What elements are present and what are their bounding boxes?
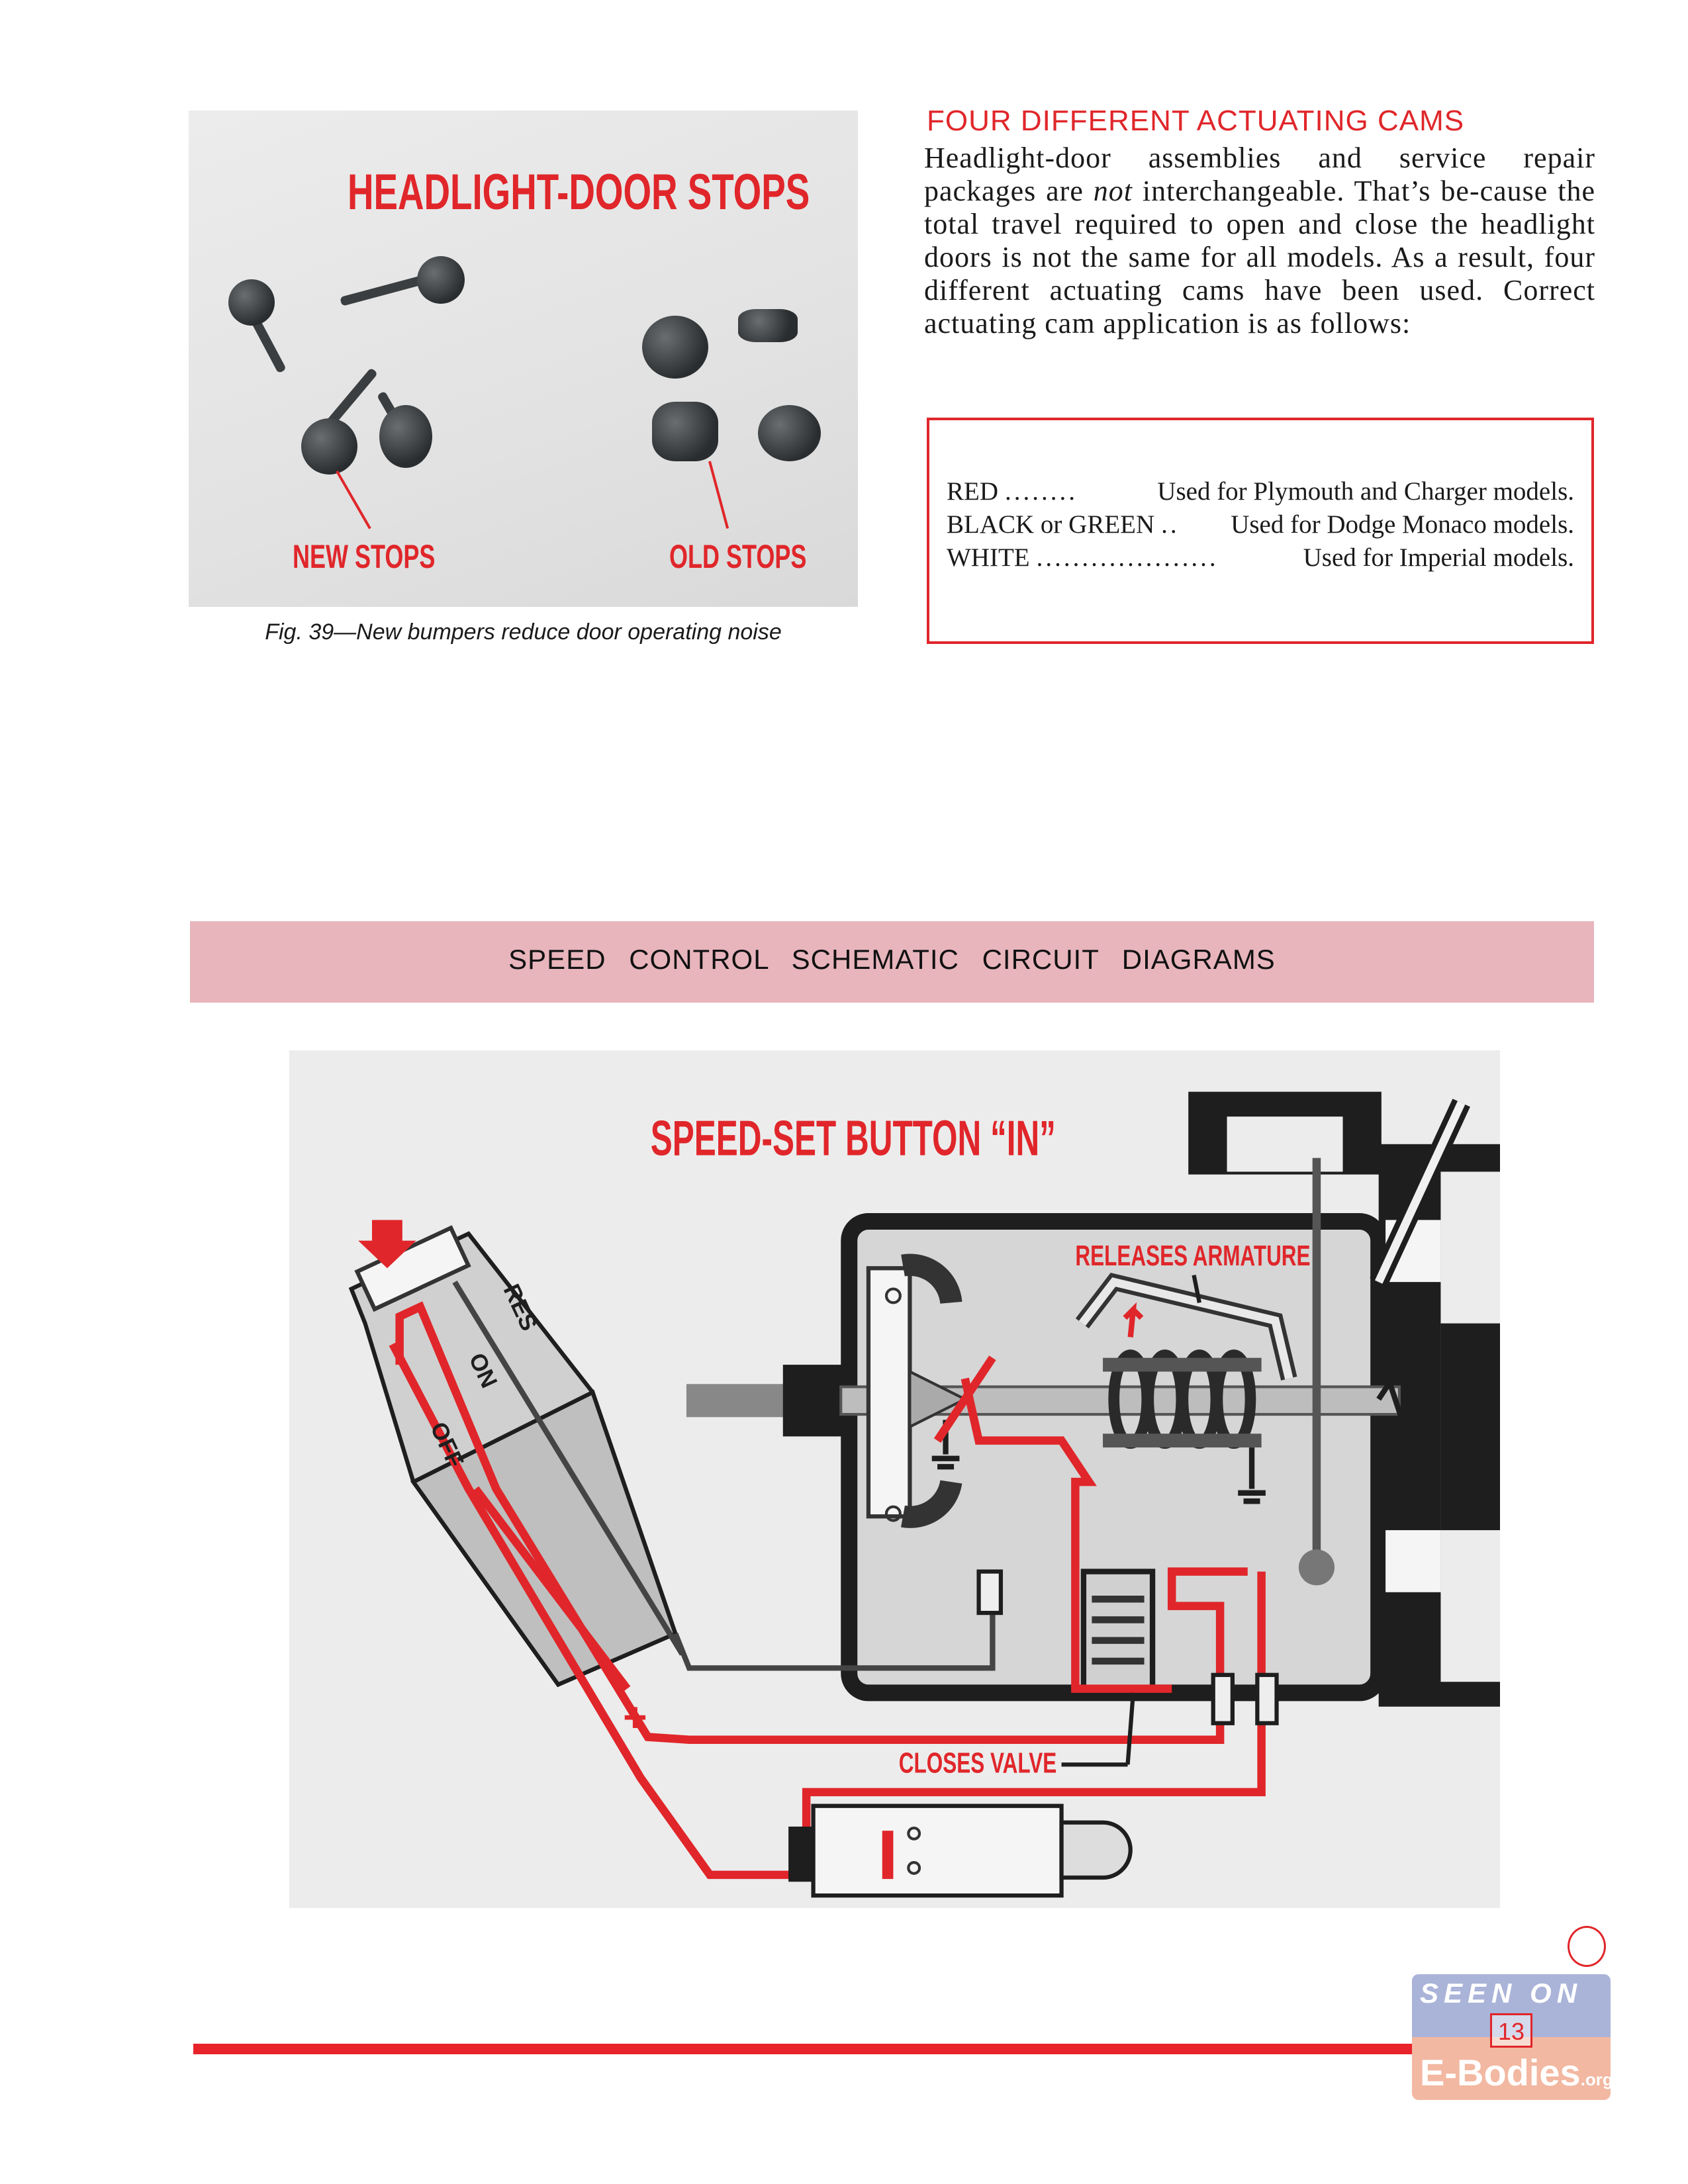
cam-dots: ....................	[1036, 543, 1219, 572]
press-arrow-icon	[358, 1220, 416, 1269]
old-stop	[758, 405, 821, 461]
cams-body-emphasis: not	[1093, 175, 1133, 207]
old-stops-leader	[708, 461, 729, 529]
bottom-rule	[193, 2044, 1516, 2054]
new-stops-leader	[336, 471, 371, 529]
lever-weight	[1298, 1549, 1335, 1586]
valve-connectors	[976, 1569, 1279, 1725]
cams-body-part2: interchangeable. That’s be-cause the tot…	[924, 175, 1595, 340]
old-stop	[652, 402, 718, 461]
cam-color: RED	[947, 477, 998, 506]
cam-color: WHITE	[947, 543, 1030, 572]
closes-valve-label: CLOSES VALVE	[899, 1748, 1057, 1780]
mascot-head-icon	[1568, 1926, 1606, 1967]
new-stops-label: NEW STOPS	[293, 538, 436, 575]
cam-usage: Used for Dodge Monaco models.	[1231, 510, 1574, 539]
cam-application-box: RED........ Used for Plymouth and Charger…	[927, 418, 1594, 644]
arrow-icon	[1123, 1302, 1144, 1338]
e-bodies-logo: 13 SEEN ON E-Bodies.org	[1412, 1926, 1613, 2103]
photo-title: HEADLIGHT-DOOR STOPS	[348, 164, 810, 220]
logo-brand: E-Bodies	[1420, 2052, 1581, 2093]
new-stop-knob	[379, 405, 432, 468]
speed-control-diagram: SPEED-SET BUTTON “IN” RELEASES ARMATURE …	[289, 1050, 1500, 1908]
new-stop-knob	[301, 418, 357, 475]
cam-usage: Used for Imperial models.	[1303, 543, 1574, 572]
cam-dots: ........	[1005, 477, 1078, 506]
old-stops-label: OLD STOPS	[669, 538, 807, 575]
coil	[1103, 1349, 1262, 1449]
cam-row: RED........ Used for Plymouth and Charger…	[947, 477, 1574, 507]
section-banner: SPEED CONTROL SCHEMATIC CIRCUIT DIAGRAMS	[190, 921, 1594, 1003]
new-stop-knob	[417, 256, 465, 304]
cam-dots: ..	[1161, 510, 1180, 539]
headlight-door-stops-photo: HEADLIGHT-DOOR STOPS NEW STOPS OLD STOPS	[189, 111, 858, 607]
vacuum-valve	[1080, 1569, 1156, 1692]
cam-usage: Used for Plymouth and Charger models.	[1157, 477, 1574, 506]
cam-row: BLACK or GREEN.. Used for Dodge Monaco mo…	[947, 510, 1574, 540]
cams-heading: FOUR DIFFERENT ACTUATING CAMS	[927, 105, 1465, 137]
cam-row: WHITE.................... Used for Imperi…	[947, 543, 1574, 573]
section-title: SPEED CONTROL SCHEMATIC CIRCUIT DIAGRAMS	[508, 944, 1276, 975]
cam-color: BLACK or GREEN	[947, 510, 1155, 539]
cams-body: Headlight-door assemblies and service re…	[924, 142, 1595, 340]
brake-switch	[788, 1803, 1133, 1898]
new-stop-knob	[228, 279, 275, 326]
new-stops-label-wrap: NEW STOPS	[293, 537, 491, 576]
positive-terminal-label: +	[623, 1694, 647, 1741]
diagram-title: SPEED-SET BUTTON “IN”	[651, 1111, 1056, 1166]
figure-caption: Fig. 39—New bumpers reduce door operatin…	[265, 619, 782, 645]
logo-top-text: SEEN ON	[1420, 1978, 1583, 2009]
logo-bottom-text: E-Bodies.org	[1420, 2052, 1613, 2101]
ground-symbols	[931, 1420, 1266, 1504]
cams-body-part1: Headlight-door assemblies and service re…	[924, 142, 1595, 207]
logo-page-number: 13	[1490, 2013, 1532, 2048]
old-stops-label-wrap: OLD STOPS	[669, 537, 860, 576]
old-stop	[642, 316, 708, 379]
logo-suffix: .org	[1580, 2070, 1613, 2089]
photo-title-wrap: HEADLIGHT-DOOR STOPS	[348, 163, 990, 221]
old-stop	[738, 309, 798, 342]
releases-armature-label: RELEASES ARMATURE	[1075, 1240, 1310, 1272]
